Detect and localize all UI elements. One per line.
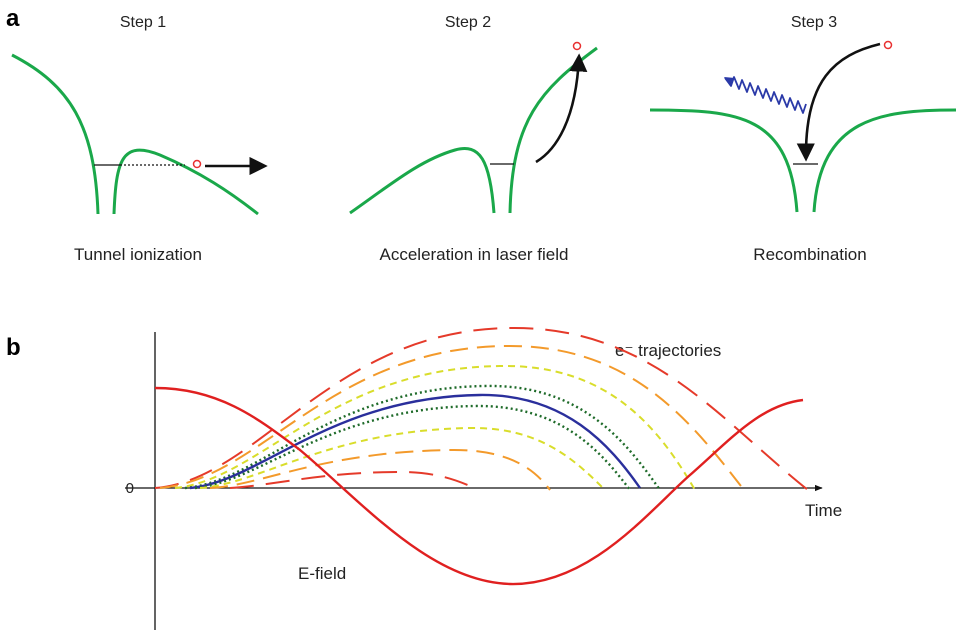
step-3-electron: [883, 40, 893, 50]
step-1-potential-right: [112, 148, 259, 216]
step-2-title: Step 2: [445, 14, 491, 31]
photon-arrowhead: [724, 77, 735, 86]
panel-a-letter: a: [6, 5, 20, 32]
zero-label: 0: [126, 480, 134, 497]
trajectories-label: e⁻ trajectories: [615, 341, 721, 360]
step-2: Step 2 Acceleration in laser field: [349, 14, 598, 264]
trajectory-orange-inner: [209, 448, 551, 491]
step-2-potential-right: [508, 46, 598, 214]
trajectory-red-inner: [229, 470, 476, 489]
efield-curve: [154, 386, 804, 586]
efield-label: E-field: [298, 564, 346, 583]
trajectory-red-outer: [154, 326, 809, 491]
trajectories-group: [154, 326, 809, 491]
trajectory-darkgreen-outer: [184, 384, 661, 491]
step-3-potential-left: [649, 108, 799, 213]
step-1-electron: [192, 159, 202, 169]
step-1: Step 1 Tunnel ionization: [11, 14, 268, 264]
trajectory-blue: [189, 393, 641, 490]
photon-wave-icon: [724, 76, 807, 114]
step-2-potential-left: [349, 147, 496, 215]
step-3-title: Step 3: [791, 14, 837, 31]
step-2-electron: [572, 41, 582, 51]
step-1-potential-left: [11, 53, 100, 215]
trajectory-darkgreen-inner: [194, 404, 631, 491]
step-3-arrow: [796, 42, 881, 162]
step-1-caption: Tunnel ionization: [74, 245, 202, 264]
step-3-potential-right: [812, 108, 957, 213]
step-3: Step 3 Recombination: [649, 14, 957, 264]
trajectory-orange-outer: [159, 344, 745, 491]
trajectory-yellow-inner: [199, 426, 606, 491]
trajectory-yellow-outer: [174, 364, 696, 491]
panel-b-letter: b: [6, 334, 21, 361]
step-2-arrow: [535, 53, 588, 164]
step-2-caption: Acceleration in laser field: [380, 245, 569, 264]
step-3-caption: Recombination: [753, 245, 866, 264]
x-axis-label: Time: [805, 501, 842, 520]
step-1-title: Step 1: [120, 14, 166, 31]
